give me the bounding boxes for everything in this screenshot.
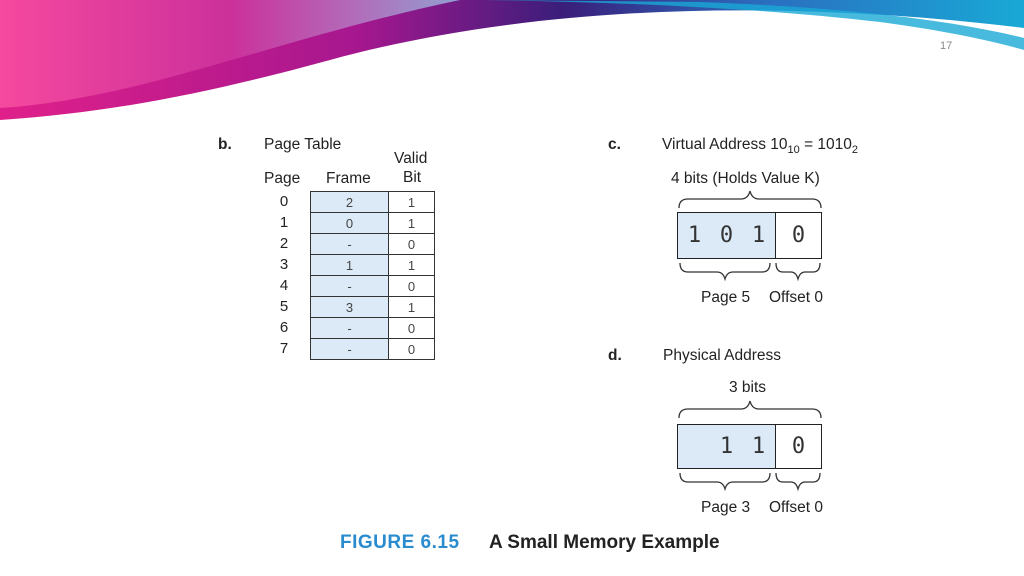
valid-cell: 0 bbox=[388, 233, 435, 255]
frame-cell: 2 bbox=[310, 191, 389, 213]
frame-cell: - bbox=[310, 275, 389, 297]
physical-top-brace bbox=[678, 400, 822, 419]
page-number: 5 bbox=[279, 298, 289, 315]
page-number: 6 bbox=[279, 319, 289, 336]
frame-header: Frame bbox=[326, 170, 371, 187]
virtual-offset-bit: 0 bbox=[776, 213, 821, 258]
physical-page-label: Page 3 bbox=[701, 499, 751, 516]
frame-cell: - bbox=[310, 338, 389, 360]
table-row: -0 bbox=[310, 275, 435, 297]
table-row: -0 bbox=[310, 338, 435, 360]
virtual-address-binary: = 1010 bbox=[799, 136, 852, 153]
figure-caption: A Small Memory Example bbox=[489, 532, 720, 553]
base-2-subscript: 2 bbox=[851, 144, 859, 157]
table-row: -0 bbox=[310, 233, 435, 255]
frame-cell: 1 bbox=[310, 254, 389, 276]
frame-cell: 3 bbox=[310, 296, 389, 318]
virtual-offset-brace bbox=[775, 262, 821, 282]
physical-offset-bit: 0 bbox=[776, 425, 821, 468]
virtual-address-prefix: Virtual Address 10 bbox=[662, 136, 788, 153]
physical-brace-label: 3 bits bbox=[729, 379, 767, 396]
page-number: 7 bbox=[279, 340, 289, 357]
bit: 1 bbox=[687, 223, 702, 248]
bit: 1 bbox=[751, 434, 766, 459]
physical-offset-label: Offset 0 bbox=[769, 499, 823, 516]
virtual-address-title: Virtual Address 1010 = 10102 bbox=[662, 136, 858, 156]
page-number: 3 bbox=[279, 256, 289, 273]
page-number: 2 bbox=[279, 235, 289, 252]
valid-cell: 1 bbox=[388, 212, 435, 234]
virtual-brace-label: 4 bits (Holds Value K) bbox=[671, 170, 820, 187]
valid-header-line1: Valid bbox=[394, 150, 428, 167]
page-number: 1 bbox=[279, 214, 289, 231]
valid-cell: 1 bbox=[388, 254, 435, 276]
bit: 1 bbox=[751, 223, 766, 248]
page-table-title: Page Table bbox=[264, 136, 342, 153]
valid-cell: 1 bbox=[388, 296, 435, 318]
virtual-top-brace bbox=[678, 190, 822, 209]
panel-b-letter: b. bbox=[218, 136, 232, 153]
virtual-page-brace bbox=[679, 262, 771, 282]
valid-header-line2: Bit bbox=[403, 169, 422, 186]
physical-page-brace bbox=[679, 472, 771, 492]
page-number: 0 bbox=[279, 193, 289, 210]
base-10-subscript: 10 bbox=[787, 144, 800, 157]
physical-address-title: Physical Address bbox=[663, 347, 782, 364]
page-number: 4 bbox=[279, 277, 289, 294]
slide-number: 17 bbox=[940, 40, 953, 52]
page-number-column: 0 1 2 3 4 5 6 7 bbox=[272, 191, 296, 359]
virtual-offset-label: Offset 0 bbox=[769, 289, 823, 306]
panel-d-letter: d. bbox=[608, 347, 622, 364]
bit: 1 bbox=[719, 434, 734, 459]
physical-offset-brace bbox=[775, 472, 821, 492]
page-header: Page bbox=[264, 170, 301, 187]
valid-cell: 1 bbox=[388, 191, 435, 213]
figure-label: FIGURE 6.15 bbox=[340, 532, 460, 553]
bit: 0 bbox=[719, 223, 734, 248]
valid-cell: 0 bbox=[388, 338, 435, 360]
virtual-page-label: Page 5 bbox=[701, 289, 751, 306]
header-banner bbox=[0, 0, 1024, 120]
panel-c-letter: c. bbox=[608, 136, 621, 153]
